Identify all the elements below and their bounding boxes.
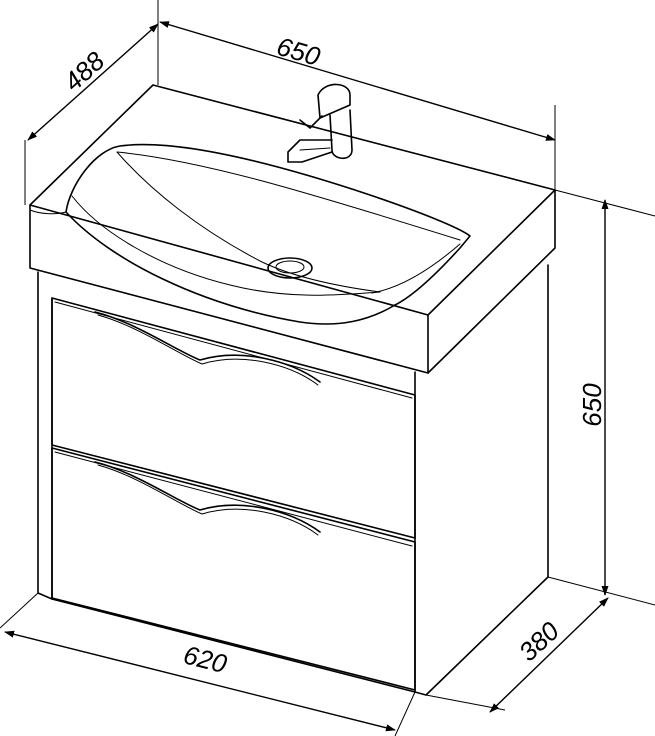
dim-line-bottom-width: [4, 630, 396, 732]
lower-drawer: [51, 447, 416, 691]
dim-label-top-width: 650: [273, 31, 323, 72]
dim-line-bottom-depth: [489, 597, 609, 713]
countertop: [29, 84, 556, 374]
dimension-lines: [4, 21, 609, 732]
basin: [65, 143, 471, 325]
dim-label-bottom-depth: 380: [513, 615, 566, 667]
upper-drawer: [51, 297, 416, 539]
dim-line-top-width: [159, 21, 556, 141]
dim-line-top-depth: [27, 23, 159, 141]
dimension-labels: 650 488 650 620 380: [58, 31, 607, 679]
dim-label-top-depth: 488: [58, 45, 111, 97]
dim-label-height: 650: [577, 383, 607, 427]
dim-label-bottom-width: 620: [180, 639, 230, 679]
